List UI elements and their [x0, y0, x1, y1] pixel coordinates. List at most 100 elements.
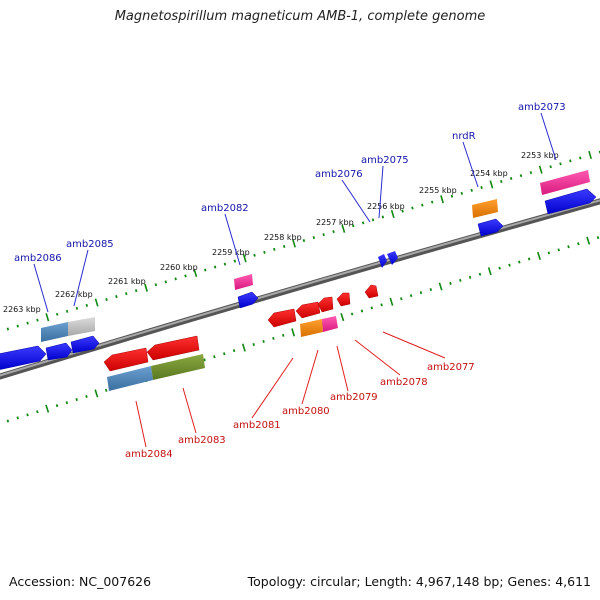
label-leaders — [33, 112, 557, 448]
ruler-minor-tick — [596, 236, 600, 240]
genome-summary-text: Topology: circular; Length: 4,967,148 bp… — [247, 574, 591, 589]
ruler-minor-tick — [557, 248, 560, 252]
gene-label[interactable]: amb2077 — [427, 362, 475, 373]
ruler-minor-tick — [134, 289, 138, 293]
gene-label[interactable]: amb2075 — [361, 155, 409, 166]
ruler-minor-tick — [75, 398, 78, 402]
ruler-minor-tick — [85, 303, 89, 307]
ruler-minor-tick — [322, 233, 325, 237]
gene-arrow[interactable] — [103, 347, 149, 372]
gene-label[interactable]: amb2073 — [518, 102, 566, 113]
gene-label[interactable]: amb2080 — [282, 406, 330, 417]
ruler-minor-tick — [569, 159, 572, 163]
gene-block[interactable] — [300, 319, 323, 337]
gene-arrow[interactable] — [0, 345, 47, 370]
gene-arrow[interactable] — [146, 335, 200, 361]
ruler-major-tick — [45, 313, 50, 322]
ruler-major-tick — [538, 165, 543, 174]
ruler-major-tick — [340, 312, 345, 322]
gene-label[interactable]: amb2078 — [380, 377, 428, 388]
ruler-minor-tick — [350, 312, 354, 316]
ruler-minor-tick — [400, 297, 403, 301]
ruler-minor-tick — [16, 324, 19, 328]
gene-label[interactable]: amb2085 — [66, 239, 114, 250]
ruler-minor-tick — [273, 247, 276, 251]
ruler-minor-tick — [529, 171, 533, 175]
ruler-minor-tick — [559, 162, 562, 166]
ruler-major-tick — [291, 328, 296, 337]
ruler-minor-tick — [253, 253, 256, 257]
gene-block[interactable] — [322, 316, 338, 332]
gene-label[interactable]: amb2084 — [125, 449, 173, 460]
gene-arrow[interactable] — [477, 218, 504, 237]
ruler-minor-tick — [549, 165, 552, 169]
gene-block[interactable] — [107, 366, 153, 391]
gene-arrow[interactable] — [295, 301, 321, 319]
ruler-major-tick — [588, 150, 592, 160]
gene-label[interactable]: amb2076 — [315, 169, 363, 180]
ruler-major-tick — [94, 389, 99, 398]
ruler-minor-tick — [85, 395, 88, 398]
ruler-minor-tick — [233, 259, 237, 263]
scale-label: 2257 kbp — [316, 218, 354, 227]
ruler-minor-tick — [65, 401, 69, 405]
ruler-minor-tick — [65, 309, 69, 313]
ruler-minor-tick — [567, 245, 570, 249]
ruler-minor-tick — [223, 352, 226, 356]
gene-arrow[interactable] — [336, 292, 351, 307]
ruler-minor-tick — [449, 281, 452, 285]
ruler-minor-tick — [105, 298, 108, 302]
ruler-major-tick — [586, 236, 591, 245]
ruler-minor-tick — [411, 206, 414, 210]
gene-arrow[interactable] — [237, 291, 259, 309]
gene-arrow[interactable] — [387, 251, 398, 265]
ruler-major-tick — [292, 239, 296, 248]
gene-block[interactable] — [68, 317, 95, 336]
gene-arrow[interactable] — [267, 308, 297, 328]
gene-label[interactable]: amb2083 — [178, 435, 226, 446]
ruler-minor-tick — [6, 419, 10, 423]
gene-arrow[interactable] — [45, 342, 73, 361]
ruler-minor-tick — [282, 333, 285, 337]
ruler-major-tick — [144, 283, 148, 292]
gene-arrow[interactable] — [378, 254, 387, 268]
gene-label[interactable]: nrdR — [452, 131, 476, 142]
gene-arrow[interactable] — [317, 296, 334, 313]
ruler-minor-tick — [262, 340, 265, 343]
gene-block[interactable] — [540, 170, 590, 195]
ruler-major-tick — [242, 254, 247, 263]
scale-ruler-reverse — [6, 236, 600, 423]
ruler-minor-tick — [430, 200, 434, 204]
ruler-minor-tick — [6, 327, 10, 331]
scale-label: 2263 kbp — [3, 305, 41, 314]
ruler-minor-tick — [380, 303, 383, 307]
gene-block[interactable] — [472, 199, 498, 218]
ruler-major-tick — [489, 180, 494, 189]
gene-block[interactable] — [151, 354, 205, 380]
forward-gene-labels: amb2086 amb2085 amb2082 amb2076 amb2075 … — [14, 102, 566, 264]
ruler-minor-tick — [125, 292, 128, 296]
ruler-minor-tick — [527, 257, 531, 261]
ruler-minor-tick — [429, 288, 433, 292]
scale-label: 2255 kbp — [419, 186, 457, 195]
ruler-minor-tick — [184, 274, 187, 278]
gene-arrow[interactable] — [70, 335, 100, 354]
gene-arrow[interactable] — [364, 284, 379, 299]
ruler-minor-tick — [579, 156, 582, 160]
ruler-major-tick — [241, 343, 246, 352]
ruler-minor-tick — [509, 177, 513, 181]
scale-label: 2261 kbp — [108, 277, 146, 286]
gene-block[interactable] — [234, 274, 253, 290]
gene-block[interactable] — [41, 322, 68, 342]
ruler-minor-tick — [460, 191, 464, 195]
gene-label[interactable]: amb2081 — [233, 420, 281, 431]
gene-label[interactable]: amb2082 — [201, 203, 249, 214]
ruler-minor-tick — [213, 355, 216, 359]
gene-arrow[interactable] — [544, 188, 597, 215]
gene-label[interactable]: amb2079 — [330, 392, 378, 403]
gene-label[interactable]: amb2086 — [14, 253, 62, 264]
ruler-major-tick — [389, 297, 394, 306]
scale-label: 2253 kbp — [521, 151, 559, 160]
map-title: Magnetospirillum magneticum AMB-1, compl… — [114, 9, 486, 24]
